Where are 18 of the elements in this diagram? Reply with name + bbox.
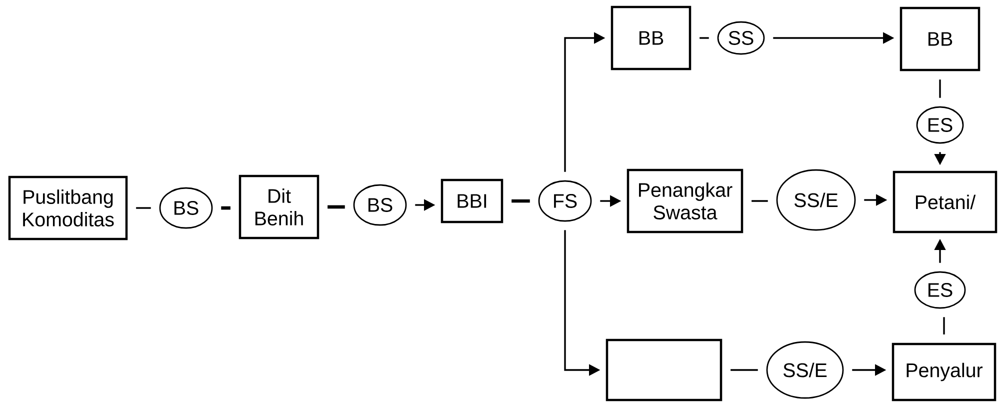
connector-line [328, 205, 345, 209]
connector-line [943, 317, 945, 334]
institution-box: Puslitbang Komoditas [8, 176, 128, 240]
institution-box: BB [610, 6, 692, 70]
institution-box: BB [900, 6, 980, 72]
institution-box: BBI [440, 178, 504, 224]
institution-box [606, 338, 722, 402]
institution-box: Penangkar Swasta [626, 168, 744, 234]
connector-line [730, 369, 758, 371]
institution-box: Petani/ [892, 170, 998, 234]
connector-line [752, 200, 768, 202]
institution-box: Penyalur [892, 342, 996, 402]
connector-line [136, 207, 151, 209]
connector-line [700, 37, 709, 39]
connector-line [939, 80, 941, 98]
connector-line [221, 206, 230, 210]
institution-box: Dit Benih [238, 174, 320, 240]
connector-line [512, 199, 530, 203]
